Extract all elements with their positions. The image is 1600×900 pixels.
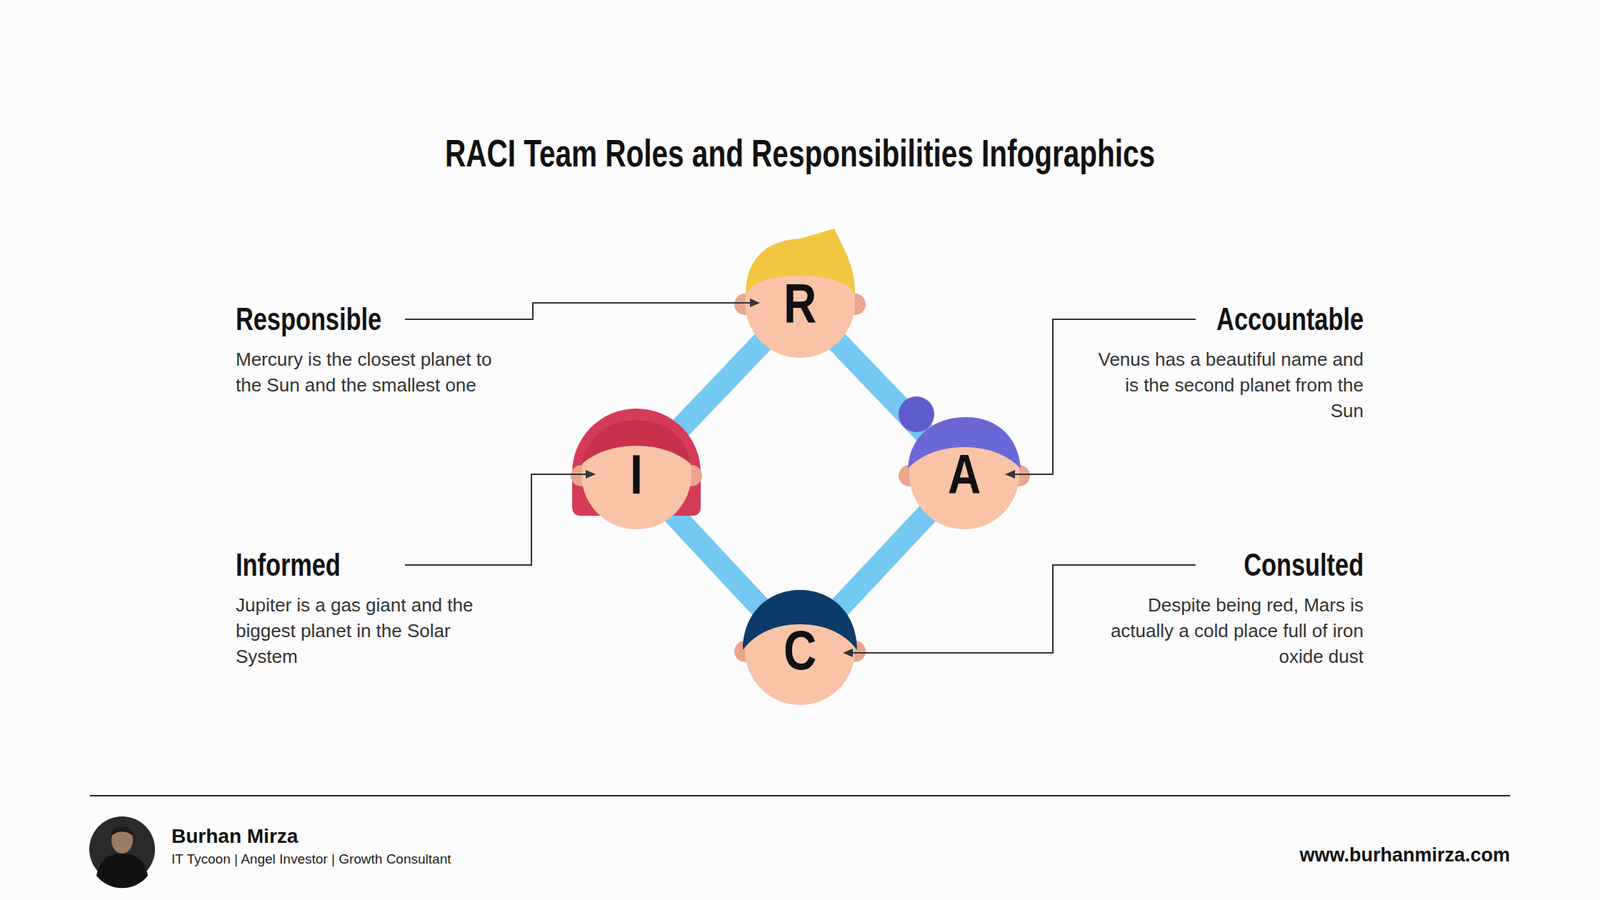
avatar-head [111, 826, 133, 854]
face-node: R [721, 224, 879, 382]
connector-band [836, 512, 929, 612]
footer-rule [90, 795, 1510, 797]
role-heading: Informed [235, 546, 341, 584]
role-letter: C [735, 622, 865, 678]
hair-bun [898, 396, 935, 433]
title: RACI Team Roles and Responsibilities Inf… [200, 130, 1400, 176]
role-heading: Responsible [235, 300, 382, 338]
role-description: Venus has a beautiful name and is the se… [1092, 346, 1364, 424]
role-letter: A [900, 446, 1029, 503]
website-url: www.burhanmirza.com [1299, 842, 1510, 868]
avatar-circle [89, 816, 155, 883]
connector-band [672, 341, 764, 437]
face-node: I [557, 395, 715, 553]
connector-band [672, 512, 764, 612]
role-description: Jupiter is a gas giant and the biggest p… [235, 592, 495, 670]
author-name: Burhan Mirza [171, 823, 298, 850]
leader-line [405, 474, 588, 565]
role-description: Mercury is the closest planet to the Sun… [235, 346, 495, 398]
role-letter: R [735, 275, 865, 331]
leader-line [1013, 319, 1196, 475]
avatar-shoulders [96, 853, 148, 888]
role-heading: Accountable [1216, 300, 1364, 338]
face-node: C [721, 571, 879, 729]
leader-line [405, 302, 752, 320]
role-heading: Consulted [1243, 546, 1364, 584]
avatar-hair [110, 826, 134, 838]
author-tagline: IT Tycoon | Angel Investor | Growth Cons… [171, 850, 452, 868]
role-description: Despite being red, Mars is actually a co… [1092, 592, 1364, 670]
face-node: A [885, 395, 1043, 553]
role-letter: I [572, 446, 701, 503]
